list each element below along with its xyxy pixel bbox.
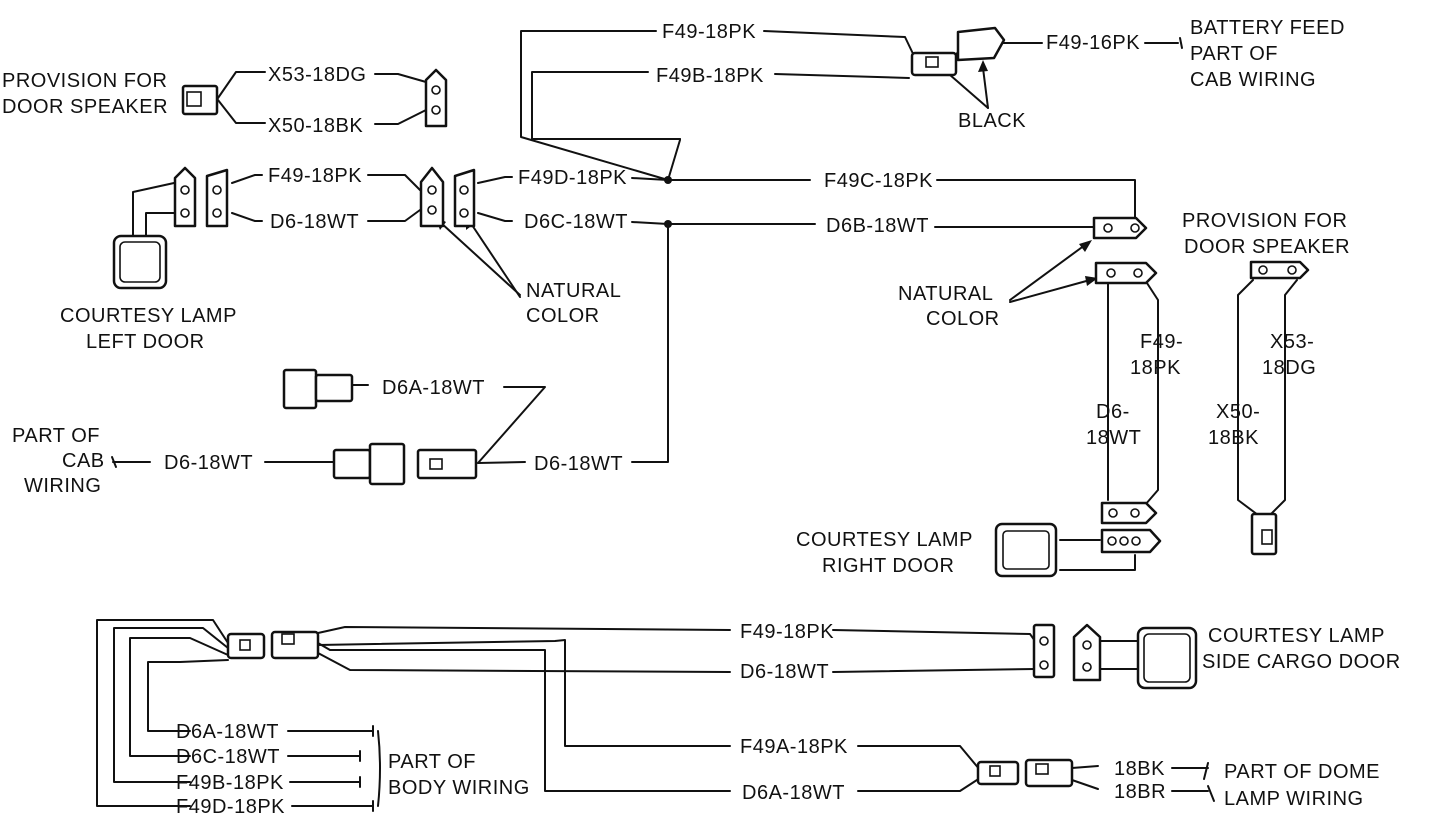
battery-feed-connector-right xyxy=(956,26,1006,62)
dome-lamp-connector-left xyxy=(976,760,1020,786)
label-d6-cab: D6-18WT xyxy=(164,452,253,474)
label-prov-speaker-left-1: PROVISION FOR xyxy=(2,70,167,92)
label-f49-top: F49-18PK xyxy=(662,21,756,43)
body-harness-connector-right xyxy=(270,630,320,660)
label-x53-right-door-1: X53- xyxy=(1270,331,1314,353)
label-f49-16pk: F49-16PK xyxy=(1046,32,1140,54)
left-speaker-connector xyxy=(424,68,448,128)
label-courtesy-left-1: COURTESY LAMP xyxy=(60,305,237,327)
label-f49b-top: F49B-18PK xyxy=(656,65,764,87)
label-f49-left-door: F49-18PK xyxy=(268,165,362,187)
label-cab-1: PART OF xyxy=(12,425,100,447)
label-black: BLACK xyxy=(958,110,1026,132)
label-f49-right-door-2: 18PK xyxy=(1130,357,1181,379)
cut-ends xyxy=(111,37,1215,812)
splice-dots xyxy=(664,176,672,228)
label-body-2: BODY WIRING xyxy=(388,777,530,799)
label-courtesy-cargo-1: COURTESY LAMP xyxy=(1208,625,1385,647)
label-d6c-body: D6C-18WT xyxy=(176,746,280,768)
label-f49-right-door-1: F49- xyxy=(1140,331,1183,353)
label-d6a-bottom: D6A-18WT xyxy=(742,782,845,804)
cab-connector-left xyxy=(332,442,406,486)
dome-lamp-connector-right xyxy=(1024,758,1074,788)
label-battery-2: PART OF xyxy=(1190,43,1278,65)
label-natural-right-2: COLOR xyxy=(926,308,1000,330)
label-d6c-mid: D6C-18WT xyxy=(524,211,628,233)
label-x53-right-door-2: 18DG xyxy=(1262,357,1316,379)
cargo-lamp-connector xyxy=(1072,623,1102,682)
label-prov-speaker-right-2: DOOR SPEAKER xyxy=(1184,236,1350,258)
label-d6-right-door-1: D6- xyxy=(1096,401,1130,423)
d6a-connector xyxy=(282,368,354,410)
label-courtesy-left-2: LEFT DOOR xyxy=(86,331,205,353)
wires xyxy=(96,30,1298,807)
label-dome-2: LAMP WIRING xyxy=(1224,788,1364,810)
label-prov-speaker-left-2: DOOR SPEAKER xyxy=(2,96,168,118)
label-natural-left-1: NATURAL xyxy=(526,280,621,302)
cargo-harness-connector xyxy=(1032,623,1056,679)
right-speaker-plug xyxy=(1250,512,1278,556)
label-cab-3: WIRING xyxy=(24,475,101,497)
right-natural-connector-top xyxy=(1092,216,1148,240)
body-harness-connector-left xyxy=(226,632,266,660)
right-speaker-connector xyxy=(1249,260,1310,280)
left-door-lamp xyxy=(112,234,168,290)
label-natural-left-2: COLOR xyxy=(526,305,600,327)
label-x53-left: X53-18DG xyxy=(268,64,367,86)
label-body-1: PART OF xyxy=(388,751,476,773)
label-natural-right-1: NATURAL xyxy=(898,283,993,305)
right-door-lamp xyxy=(994,522,1058,578)
label-battery-3: CAB WIRING xyxy=(1190,69,1316,91)
cab-connector-right xyxy=(416,448,478,480)
label-d6-left-door: D6-18WT xyxy=(270,211,359,233)
label-courtesy-right-2: RIGHT DOOR xyxy=(822,555,954,577)
labels: PROVISION FOR DOOR SPEAKER X53-18DG X50-… xyxy=(2,17,1401,818)
label-f49d-body: F49D-18PK xyxy=(176,796,285,818)
label-f49c: F49C-18PK xyxy=(824,170,933,192)
label-prov-speaker-right-1: PROVISION FOR xyxy=(1182,210,1347,232)
left-door-lamp-connector xyxy=(173,166,197,228)
label-d6-right-door-2: 18WT xyxy=(1086,427,1141,449)
label-f49b-body: F49B-18PK xyxy=(176,772,284,794)
label-f49-cargo: F49-18PK xyxy=(740,621,834,643)
battery-feed-connector-left xyxy=(910,51,958,77)
label-dome-1: PART OF DOME xyxy=(1224,761,1380,783)
label-d6b: D6B-18WT xyxy=(826,215,929,237)
label-courtesy-right-1: COURTESY LAMP xyxy=(796,529,973,551)
label-18br: 18BR xyxy=(1114,781,1166,803)
label-18bk: 18BK xyxy=(1114,758,1165,780)
label-courtesy-cargo-2: SIDE CARGO DOOR xyxy=(1202,651,1401,673)
label-x50-left: X50-18BK xyxy=(268,115,363,137)
label-cab-2: CAB xyxy=(62,450,105,472)
cargo-door-lamp xyxy=(1136,626,1198,690)
mid-natural-connector-left xyxy=(419,166,445,228)
label-d6a-body: D6A-18WT xyxy=(176,721,279,743)
connectors xyxy=(112,26,1310,788)
label-f49d-mid: F49D-18PK xyxy=(518,167,627,189)
right-natural-connector-bottom xyxy=(1094,261,1158,285)
label-x50-right-door-2: 18BK xyxy=(1208,427,1259,449)
mid-natural-connector-right xyxy=(453,168,476,228)
left-speaker-plug xyxy=(181,84,219,116)
label-d6-cab-right: D6-18WT xyxy=(534,453,623,475)
label-d6a-mid: D6A-18WT xyxy=(382,377,485,399)
right-door-connector-lower xyxy=(1100,528,1162,554)
label-f49a: F49A-18PK xyxy=(740,736,848,758)
label-battery-1: BATTERY FEED xyxy=(1190,17,1345,39)
right-door-connector-upper xyxy=(1100,501,1158,525)
label-x50-right-door-1: X50- xyxy=(1216,401,1260,423)
label-d6-cargo: D6-18WT xyxy=(740,661,829,683)
left-door-harness-connector xyxy=(205,168,229,228)
